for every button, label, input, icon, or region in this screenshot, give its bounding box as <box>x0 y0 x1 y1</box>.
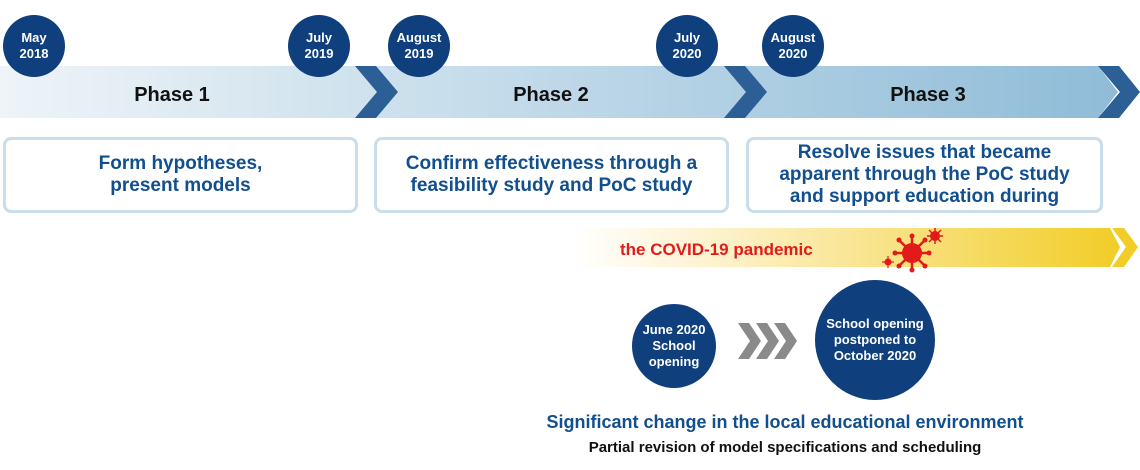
phase1-chevron-icon <box>355 66 398 118</box>
school-opening-june-circle: June 2020 School opening <box>632 304 716 388</box>
phase3-label: Phase 3 <box>890 84 966 106</box>
school-opening-postponed-circle: School opening postponed to October 2020 <box>815 280 935 400</box>
phase2-chevron-icon <box>724 66 767 118</box>
triple-chevron-icon <box>738 323 797 359</box>
covid-pandemic-label: the COVID-19 pandemic <box>620 240 813 259</box>
date-circle-july-2020: July 2020 <box>656 15 718 77</box>
phase1-description-box: Form hypotheses, present models <box>3 137 358 213</box>
covid-chevron-icon <box>1112 228 1138 267</box>
phase3-description-box: Resolve issues that became apparent thro… <box>746 137 1103 213</box>
phase3-chevron-icon <box>1098 66 1140 118</box>
virus-icon <box>882 228 943 273</box>
phase2-description-box: Confirm effectiveness through a feasibil… <box>374 137 729 213</box>
educational-change-caption: Significant change in the local educatio… <box>546 412 1024 432</box>
date-circle-august-2020: August 2020 <box>762 15 824 77</box>
phase1-label: Phase 1 <box>134 84 210 106</box>
revision-caption: Partial revision of model specifications… <box>588 439 982 456</box>
timeline-band <box>0 66 1118 118</box>
date-circle-may-2018: May 2018 <box>3 15 65 77</box>
date-circle-july-2019: July 2019 <box>288 15 350 77</box>
date-circle-august-2019: August 2019 <box>388 15 450 77</box>
phase2-label: Phase 2 <box>513 84 589 106</box>
covid-band <box>570 228 1120 267</box>
